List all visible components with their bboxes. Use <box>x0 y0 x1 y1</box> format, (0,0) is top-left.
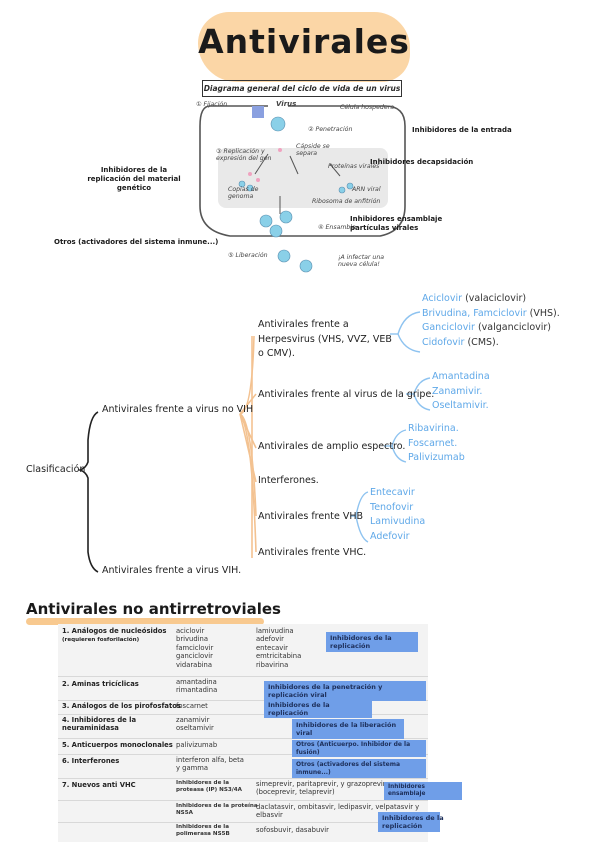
row-drugs: simeprevir, paritaprevir, y grazoprevir … <box>256 780 386 797</box>
row-category: 6. Interferones <box>62 757 120 765</box>
table-row: 7. Nuevos anti VHC Inhibidores de la pro… <box>58 778 462 801</box>
step-ensamble: ④ Ensamble <box>318 224 356 231</box>
label-decapsidacion: Inhibidores decapsidación <box>370 158 474 166</box>
amplio-drug: Foscarnet. <box>408 437 458 449</box>
row-drugs-2: lamivudina adefovir entecavir emtricitab… <box>256 627 302 669</box>
row-category: 2. Aminas tricíclicas <box>62 680 139 688</box>
table-row: Inhibidores de la polimerasa NS5B sofosb… <box>58 812 444 842</box>
virus-lifecycle-diagram <box>199 105 406 273</box>
step-penetracion: ② Penetración <box>308 126 353 133</box>
step-celula: Célula hospedera <box>340 104 394 111</box>
mechanism-tag: Inhibidores ensamblaje <box>384 782 462 801</box>
label-replicacion: Inhibidores de la replicación del materi… <box>87 166 181 192</box>
step-capside: Cápside se separa <box>296 143 330 158</box>
table-row: 5. Anticuerpos monoclonales palivizumab … <box>58 738 428 757</box>
table-row: 1. Análogos de nucleósidos (requieren fo… <box>58 624 428 677</box>
row-subcategory: Inhibidores de la polimerasa NS5B <box>176 824 230 837</box>
row-category: 1. Análogos de nucleósidos <box>62 627 167 635</box>
row-drugs: zanamivir oseltamivir <box>176 716 214 733</box>
amplio-drug: Palivizumab <box>408 452 465 464</box>
vhb-drug: Entecavir <box>370 487 415 498</box>
herpes-drug: Brivudina, Famciclovir (VHS). <box>422 307 560 319</box>
class-root: Clasificación <box>26 464 86 475</box>
amplio-drug-list: Ribavirina. Foscarnet. Palivizumab <box>408 422 465 466</box>
step-copias: Copias de genoma <box>228 186 259 201</box>
herpes-drug: Cidofovir (CMS). <box>422 337 499 349</box>
branch-amplio: Antivirales de amplio espectro. <box>258 441 406 452</box>
vhb-drug: Adefovir <box>370 531 410 543</box>
step-virus: Virus <box>276 100 297 108</box>
antivirals-table: 1. Análogos de nucleósidos (requieren fo… <box>58 624 462 842</box>
class-vih: Antivirales frente a virus VIH. <box>102 565 242 576</box>
branch-vhb: Antivirales frente VHB <box>258 511 363 522</box>
title-highlight <box>198 12 410 82</box>
table-row: Inhibidores de la proteína NS5A daclatas… <box>58 800 428 823</box>
page-title: Antivirales <box>198 22 410 61</box>
table-row: 2. Aminas tricíclicas amantadina rimanta… <box>58 676 428 702</box>
row-subcategory: Inhibidores de la proteína NS5A <box>176 803 258 816</box>
label-otros: Otros (activadores del sistema inmune...… <box>54 238 219 246</box>
section-highlight <box>26 618 264 625</box>
vhb-drug: Tenofovir <box>370 501 414 513</box>
row-drugs: amantadina rimantadina <box>176 678 218 695</box>
table-row: 6. Interferones interferon alfa, beta y … <box>58 754 428 779</box>
row-drugs: aciclovir brivudina famciclovir ganciclo… <box>176 627 214 669</box>
branch-gripe: Antivirales frente al virus de la gripe. <box>258 389 435 400</box>
row-drugs: daclatasvir, ombitasvir, ledipasvir, vel… <box>256 803 420 820</box>
gripe-drug: Zanamivir. <box>432 385 483 397</box>
step-infectar: ¡A infectar una nueva célula! <box>338 254 385 269</box>
herpes-drug: Aciclovir (valaciclovir) <box>422 293 527 304</box>
herpes-drug-list: Aciclovir (valaciclovir) Brivudina, Famc… <box>422 292 560 351</box>
mechanism-tag: Inhibidores de la replicación <box>378 812 444 833</box>
mechanism-tag: Inhibidores de la liberación viral <box>292 719 404 740</box>
vhb-drug: Lamivudina <box>370 516 426 528</box>
row-category-note: (requieren fosforilación) <box>62 637 140 643</box>
table-row: 3. Análogos de los pirofosfatos foscarne… <box>58 700 428 719</box>
row-drugs: sofosbuvir, dasabuvir <box>256 826 329 834</box>
step-replicacion: ③ Replicación y expresión del gen <box>216 148 272 163</box>
row-category: 7. Nuevos anti VHC <box>62 781 136 789</box>
gripe-drug: Amantadina <box>432 371 490 382</box>
label-ensamblaje: Inhibidores ensamblaje partículas virale… <box>350 215 443 232</box>
row-category: 4. Inhibidores de la neuraminidasa <box>62 716 137 733</box>
branch-vhc: Antivirales frente VHC. <box>258 547 367 558</box>
step-liberacion: ⑤ Liberación <box>228 252 268 259</box>
row-category: 5. Anticuerpos monoclonales <box>62 741 173 749</box>
mechanism-tag: Inhibidores de la replicación <box>264 700 372 719</box>
label-entrada: Inhibidores de la entrada <box>412 126 512 134</box>
step-ribosoma: Ribosoma de anfitrión <box>312 198 381 205</box>
mechanism-tag: Inhibidores de la replicación <box>326 632 418 653</box>
diagram-subtitle: Diagrama general del ciclo de vida de un… <box>202 80 402 97</box>
row-subcategory: Inhibidores de la proteasa (IP) NS3/4A <box>176 780 243 793</box>
branch-interferones: Interferones. <box>258 475 319 486</box>
step-proteinas: Proteínas virales <box>328 163 380 170</box>
table-row: 4. Inhibidores de la neuraminidasa zanam… <box>58 714 428 740</box>
section-title: Antivirales no antirretroviales <box>26 600 281 618</box>
gripe-drug: Oseltamivir. <box>432 400 489 412</box>
branch-herpes: Antivirales frente a Herpesvirus (VHS, V… <box>258 319 392 360</box>
mechanism-tag: Otros (Anticuerpo. Inhibidor de la fusió… <box>292 740 426 757</box>
vhb-drug-list: Entecavir Tenofovir Lamivudina Adefovir <box>370 486 425 545</box>
classification-braces <box>77 311 431 573</box>
amplio-drug: Ribavirina. <box>408 423 459 434</box>
mechanism-tag: Inhibidores de la penetración y replicac… <box>264 681 426 702</box>
step-arn: ARN viral <box>352 186 381 193</box>
gripe-drug-list: Amantadina Zanamivir. Oseltamivir. <box>432 370 490 414</box>
step-fijacion: ① Fijación <box>196 101 228 108</box>
row-drugs: palivizumab <box>176 741 218 749</box>
herpes-drug: Ganciclovir (valganciclovir) <box>422 322 552 334</box>
row-drugs: foscarnet <box>176 702 208 710</box>
class-no-vih: Antivirales frente a virus no VIH <box>102 404 254 415</box>
row-category: 3. Análogos de los pirofosfatos <box>62 702 181 710</box>
mechanism-tag: Otros (activadores del sistema inmune...… <box>292 759 426 778</box>
row-drugs: interferon alfa, beta y gamma <box>176 756 244 773</box>
